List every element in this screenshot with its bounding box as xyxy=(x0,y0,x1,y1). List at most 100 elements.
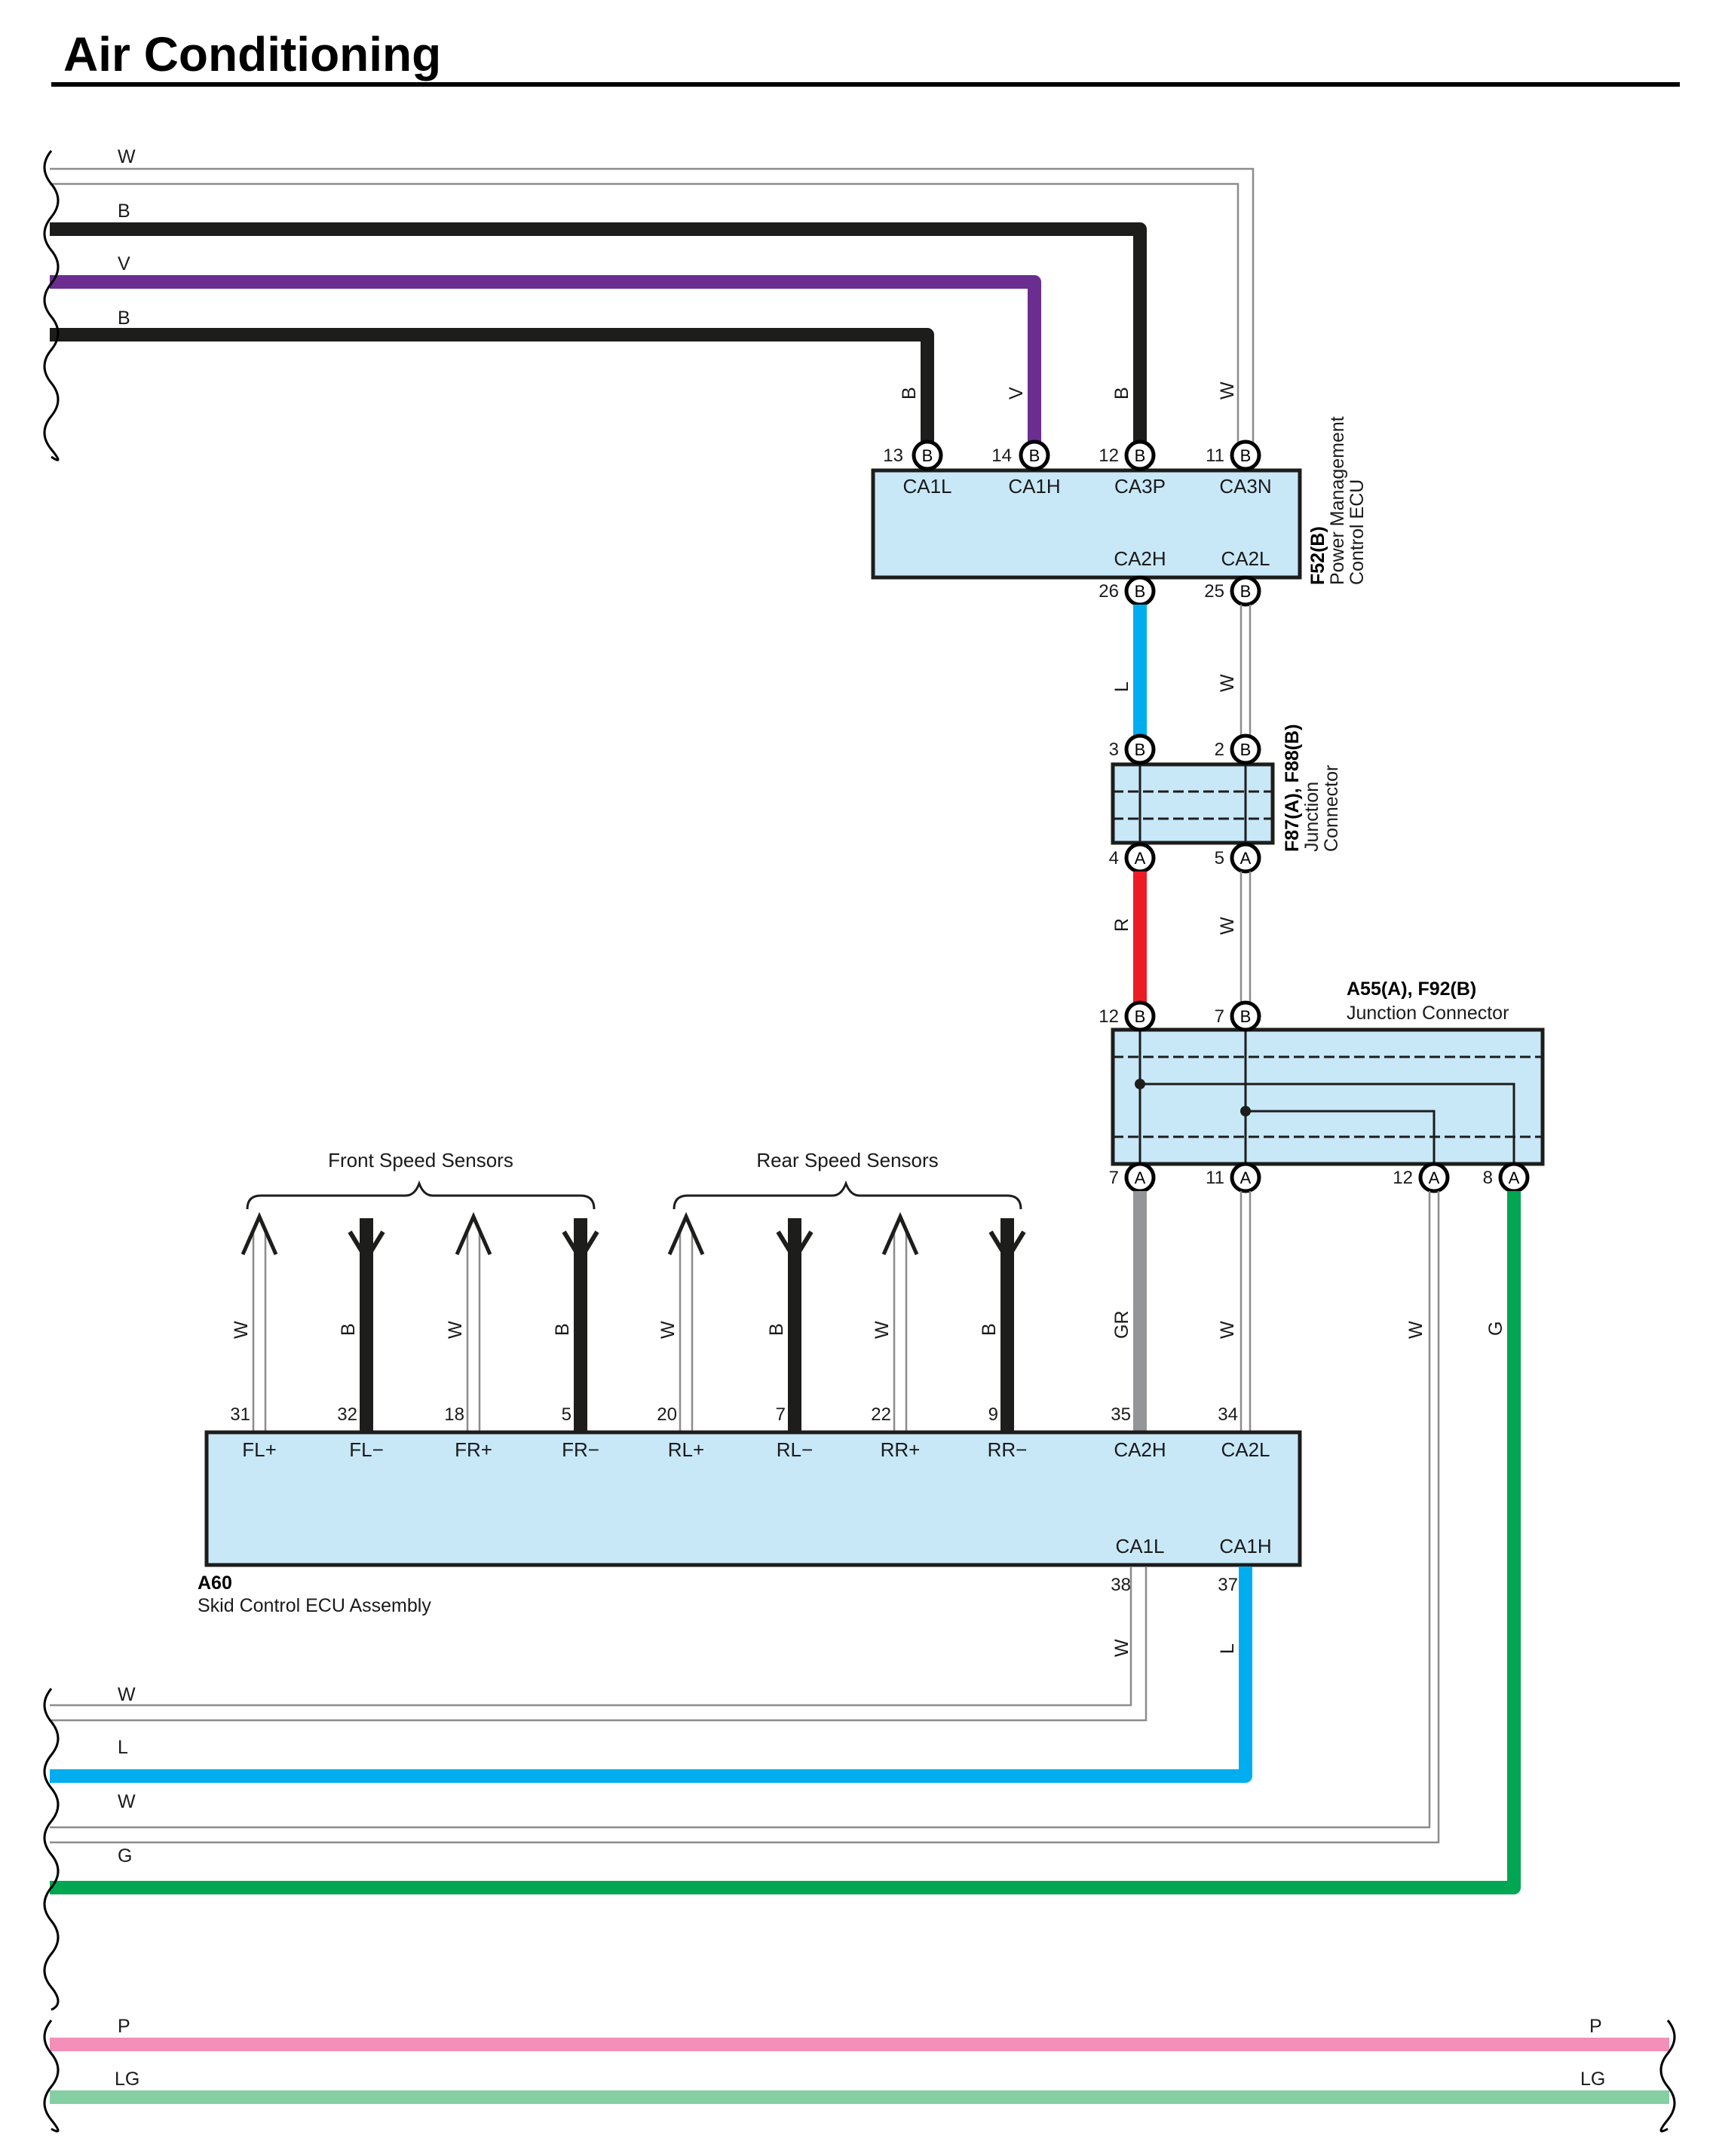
term-fr-minus: FR− xyxy=(562,1438,599,1461)
f52-name-1: Power Management xyxy=(1327,416,1348,585)
pin-f87-3: B 3 xyxy=(1109,733,1156,765)
top-wires: W B V B B V B W xyxy=(43,146,1255,579)
svg-text:B: B xyxy=(1240,740,1252,759)
a55-box xyxy=(1111,1027,1545,1166)
a60-id: A60 xyxy=(198,1573,232,1594)
group-front-label: Front Speed Sensors xyxy=(328,1149,513,1171)
wire-label-w-4: W xyxy=(1405,1321,1426,1339)
group-rear-label: Rear Speed Sensors xyxy=(756,1149,938,1171)
pin-a55-a12: A 12 xyxy=(1393,1162,1450,1193)
wire-label-fl-plus: W xyxy=(231,1321,252,1339)
wire-label-gr: GR xyxy=(1111,1311,1132,1340)
wire-label-f52-11: W xyxy=(1217,381,1238,400)
wire-label-bottom-0: W xyxy=(118,1684,136,1705)
svg-text:A: A xyxy=(1135,1168,1146,1187)
svg-text:CA2H: CA2H xyxy=(1114,547,1166,570)
svg-text:CA1L: CA1L xyxy=(902,475,951,498)
pin-a55-b7: B 7 xyxy=(1215,1000,1261,1032)
pin-f87-5: A 5 xyxy=(1215,842,1261,874)
pin-f52-25: CA2L B 25 xyxy=(1204,547,1270,607)
break-mark-footer-right xyxy=(1659,2020,1676,2133)
pin-f87-2: B 2 xyxy=(1215,733,1261,765)
term-ca1l: CA1L xyxy=(1115,1535,1164,1557)
wire-label-fr-plus: W xyxy=(445,1321,466,1339)
wire-label-top-1: B xyxy=(118,201,130,222)
term-ca2l: CA2L xyxy=(1221,1438,1270,1461)
wires-a55-down: GR W W G xyxy=(50,1191,1521,1894)
pin-f52-26: CA2H B 26 xyxy=(1099,547,1166,607)
pin-num-32: 32 xyxy=(337,1404,357,1425)
brace-front xyxy=(246,1180,596,1210)
wire-label-l-1: L xyxy=(1111,681,1132,692)
svg-text:4: 4 xyxy=(1109,848,1119,868)
f52-name-2: Control ECU xyxy=(1347,479,1368,585)
wire-label-g: G xyxy=(1485,1321,1506,1336)
pin-num-20: 20 xyxy=(657,1404,677,1425)
wire-label-f52-13: B xyxy=(899,387,920,400)
svg-text:B: B xyxy=(1135,1007,1146,1026)
wire-label-footer-lg-left: LG xyxy=(115,2069,139,2090)
svg-text:25: 25 xyxy=(1204,581,1224,602)
wire-label-w-3: W xyxy=(1217,1321,1238,1339)
wire-label-f52-12: B xyxy=(1111,387,1132,400)
svg-text:B: B xyxy=(1240,446,1252,465)
pin-num-35: 35 xyxy=(1111,1404,1131,1425)
f52-id: F52(B) xyxy=(1307,526,1328,585)
connector-f52: B 13 CA1L B 14 CA1H B 12 CA3P B 11 CA3N … xyxy=(871,416,1368,607)
wire-label-rr-plus: W xyxy=(872,1321,893,1339)
pin-a55-a11: A 11 xyxy=(1206,1162,1261,1193)
a60-box xyxy=(204,1430,1302,1567)
wires-f52-f87: L W xyxy=(1111,605,1252,736)
wire-label-f52-14: V xyxy=(1006,387,1027,400)
wire-label-rl-minus: B xyxy=(766,1323,787,1336)
term-rl-minus: RL− xyxy=(777,1438,813,1461)
svg-text:B: B xyxy=(1029,446,1040,465)
svg-text:A: A xyxy=(1509,1168,1520,1187)
wire-label-top-3: B xyxy=(118,308,130,329)
pin-num-31: 31 xyxy=(230,1404,250,1425)
svg-text:B: B xyxy=(1240,582,1252,601)
f87-name-1: Junction xyxy=(1301,782,1322,852)
svg-text:A: A xyxy=(1429,1168,1440,1187)
a60-name: Skid Control ECU Assembly xyxy=(198,1595,431,1616)
wires-f87-a55: R W xyxy=(1111,871,1252,1003)
pin-a55-b12: B 12 xyxy=(1099,1000,1156,1032)
term-fl-plus: FL+ xyxy=(242,1438,277,1461)
a55-id: A55(A), F92(B) xyxy=(1347,978,1476,1000)
wire-label-w-5: W xyxy=(1111,1639,1132,1657)
f52-box xyxy=(871,468,1302,580)
svg-text:7: 7 xyxy=(1215,1006,1224,1027)
svg-text:B: B xyxy=(1135,582,1146,601)
wire-top-v xyxy=(50,275,1041,445)
svg-text:8: 8 xyxy=(1483,1168,1493,1188)
wire-label-fr-minus: B xyxy=(552,1323,573,1336)
pin-num-5: 5 xyxy=(562,1404,571,1425)
svg-text:CA2L: CA2L xyxy=(1221,547,1270,570)
pin-f87-4: A 4 xyxy=(1109,842,1156,874)
page-title: Air Conditioning xyxy=(63,27,441,81)
sensor-wires: Front Speed Sensors Rear Speed Sensors W xyxy=(231,1149,1026,1432)
svg-text:3: 3 xyxy=(1109,740,1119,760)
term-fl-minus: FL− xyxy=(349,1438,384,1461)
wire-label-bottom-2: W xyxy=(118,1791,136,1812)
f87-id: F87(A), F88(B) xyxy=(1282,724,1303,852)
pin-num-18: 18 xyxy=(444,1404,464,1425)
wire-label-rr-minus: B xyxy=(979,1323,1000,1336)
svg-text:CA3N: CA3N xyxy=(1219,475,1271,498)
wire-label-top-2: V xyxy=(118,253,130,274)
svg-text:B: B xyxy=(1135,740,1146,759)
wire-label-w-1: W xyxy=(1217,674,1238,692)
brace-rear xyxy=(673,1180,1022,1210)
term-rl-plus: RL+ xyxy=(668,1438,704,1461)
wire-label-footer-lg-right: LG xyxy=(1580,2069,1605,2090)
connector-f87: B 3 B 2 A 4 A 5 F87(A), F88(B) Junction … xyxy=(1109,724,1342,874)
pin-num-7: 7 xyxy=(776,1404,786,1425)
svg-text:13: 13 xyxy=(883,446,903,466)
pin-f52-13: B 13 CA1L xyxy=(883,439,952,498)
term-ca1h: CA1H xyxy=(1219,1535,1271,1557)
svg-text:5: 5 xyxy=(1215,848,1224,868)
pin-num-34: 34 xyxy=(1218,1404,1238,1425)
term-rr-minus: RR− xyxy=(988,1438,1028,1461)
wire-label-fl-minus: B xyxy=(338,1323,359,1336)
